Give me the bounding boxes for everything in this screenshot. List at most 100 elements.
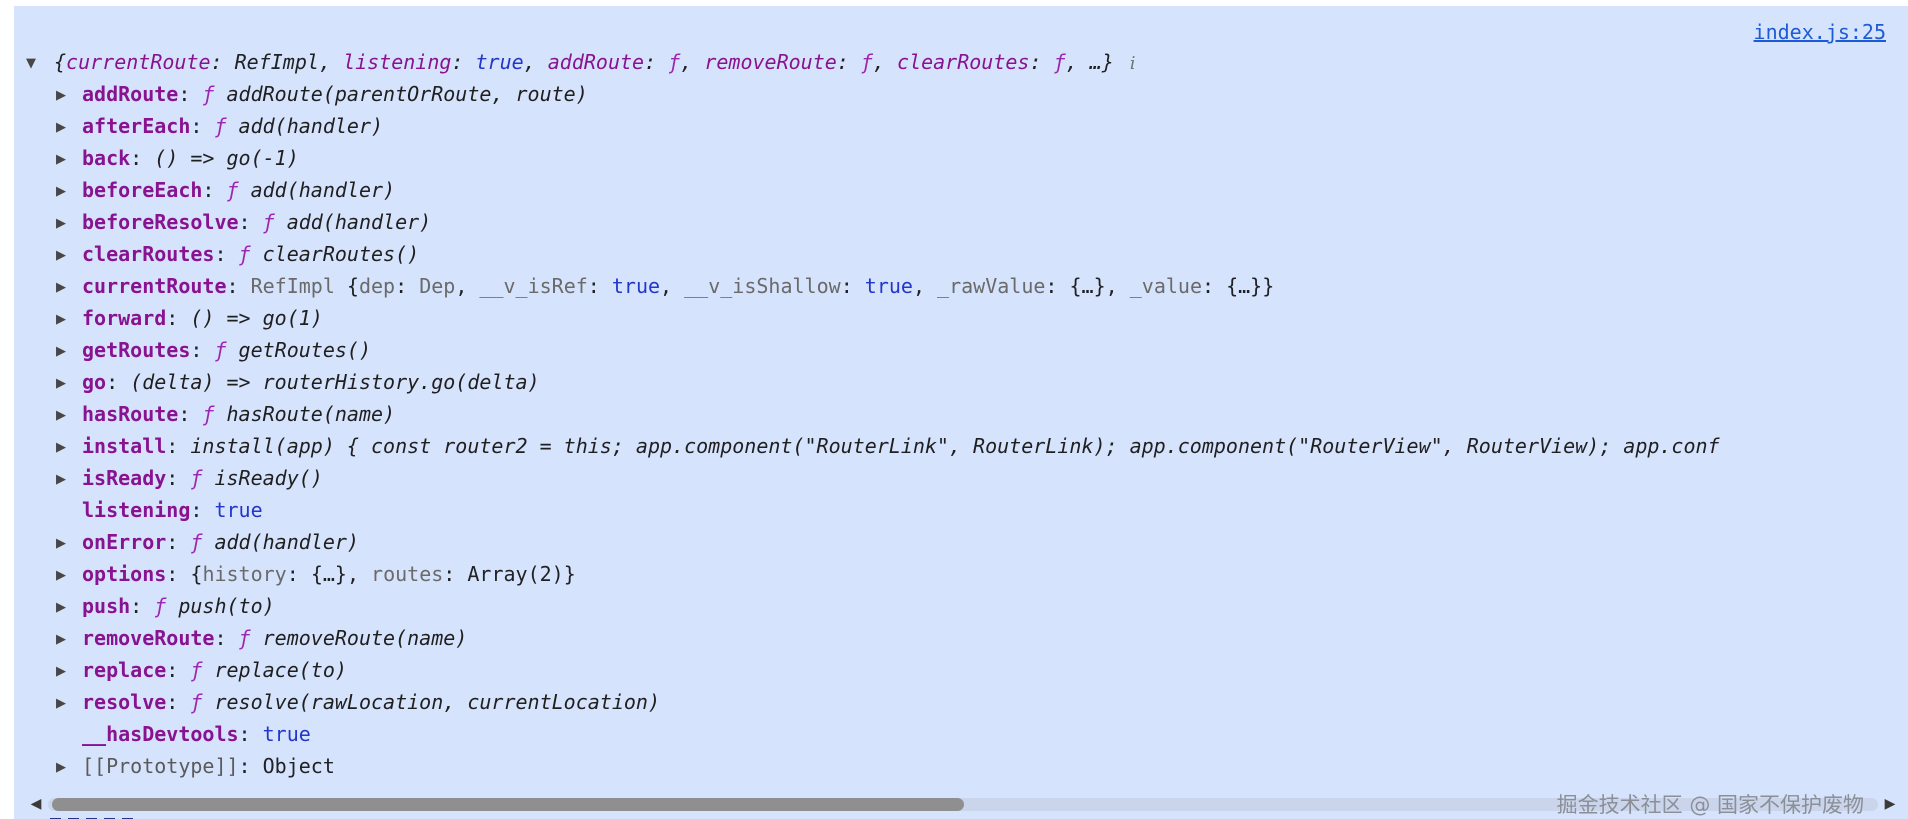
collapse-arrow-icon[interactable]: ▼ [26,56,36,71]
value-segment: : [644,50,669,74]
horizontal-scrollbar[interactable]: ◀ ▶ [24,796,1902,812]
property-name[interactable]: [[Prototype]] [82,754,239,778]
expand-arrow-icon[interactable]: ▶ [56,440,66,455]
value-segment: { [190,562,203,586]
scroll-left-arrow-icon[interactable]: ◀ [30,796,42,812]
name-value-separator: : [178,82,203,106]
property-name[interactable]: removeRoute [82,626,215,650]
scrollbar-thumb[interactable] [52,797,964,811]
property-name[interactable]: install [82,434,167,458]
value-segment: : [443,562,468,586]
property-name[interactable]: options [82,562,167,586]
value-segment: , [1105,274,1130,298]
value-segment: resolve(rawLocation, currentLocation) [202,690,660,714]
expand-arrow-icon[interactable]: ▶ [56,408,66,423]
expand-arrow-icon[interactable]: ▶ [56,280,66,295]
scroll-right-arrow-icon[interactable]: ▶ [1884,796,1896,812]
name-value-separator: : [238,210,263,234]
name-value-separator: : [166,690,191,714]
expand-arrow-icon[interactable]: ▶ [56,536,66,551]
value-segment: : [451,50,476,74]
property-name[interactable]: clearRoutes [82,242,215,266]
expand-arrow-icon[interactable]: ▶ [56,568,66,583]
expand-arrow-icon[interactable]: ▶ [56,344,66,359]
value-segment: add(handler) [226,114,384,138]
property-name[interactable]: onError [82,530,167,554]
name-value-separator: : [238,754,263,778]
value-segment: RefImpl [250,274,347,298]
property-name[interactable]: beforeEach [82,178,203,202]
source-link[interactable]: index.js:25 [1753,20,1886,44]
property-row: ▶beforeEach: ƒ add(handler) [54,174,1908,206]
property-row: ▶push: ƒ push(to) [54,590,1908,622]
property-value: ƒ add(handler) [227,178,396,202]
value-segment: ƒ [202,402,215,426]
expand-arrow-icon[interactable]: ▶ [56,216,66,231]
property-name[interactable]: hasRoute [82,402,179,426]
value-segment: _rawValue [937,274,1046,298]
value-segment: install(app) { const router2 = this; app… [190,434,1720,458]
value-segment: ƒ [238,626,251,650]
scrollbar-track[interactable] [48,797,1878,811]
value-segment: ƒ [214,338,227,362]
object-preview-line: ▼ {currentRoute: RefImpl, listening: true… [24,46,1908,78]
name-value-separator: : [166,434,191,458]
property-row: ▶options: {history: {…}, routes: Array(2… [54,558,1908,590]
property-row: ▶clearRoutes: ƒ clearRoutes() [54,238,1908,270]
property-row: ▶isReady: ƒ isReady() [54,462,1908,494]
expand-arrow-icon[interactable]: ▶ [56,88,66,103]
expand-arrow-icon[interactable]: ▶ [56,472,66,487]
property-value: () => go(-1) [154,146,299,170]
expand-arrow-icon[interactable]: ▶ [56,248,66,263]
value-segment: Object [262,754,335,778]
property-name[interactable]: listening [82,498,191,522]
property-name[interactable]: push [82,594,131,618]
expand-arrow-icon[interactable]: ▶ [56,184,66,199]
property-name[interactable]: __hasDevtools [82,722,239,746]
expand-arrow-icon[interactable]: ▶ [56,632,66,647]
property-name[interactable]: go [82,370,107,394]
value-segment: ƒ [154,594,167,618]
property-name[interactable]: back [82,146,131,170]
property-row: ▶ install: install(app) { const router2 =… [54,430,1908,462]
property-value: ƒ push(to) [154,594,274,618]
property-name[interactable]: forward [82,306,167,330]
name-value-separator: : [178,402,203,426]
property-name[interactable]: afterEach [82,114,191,138]
expand-arrow-icon[interactable]: ▶ [56,760,66,775]
value-segment: , [872,50,898,74]
property-name[interactable]: replace [82,658,167,682]
property-name[interactable]: currentRoute [82,274,227,298]
value-segment: : [1045,274,1070,298]
value-segment: …} [1089,50,1114,74]
value-segment: ƒ [190,658,203,682]
value-segment: Dep [419,274,456,298]
value-segment: Array(2) [467,562,564,586]
property-name[interactable]: addRoute [82,82,179,106]
value-segment: { [346,274,359,298]
value-segment: getRoutes() [226,338,372,362]
name-value-separator: : [238,722,263,746]
property-name[interactable]: resolve [82,690,167,714]
value-segment: true [864,274,913,298]
property-row: ▶getRoutes: ƒ getRoutes() [54,334,1908,366]
expand-arrow-icon[interactable]: ▶ [56,600,66,615]
value-segment: _value [1129,274,1202,298]
expand-arrow-icon[interactable]: ▶ [56,376,66,391]
value-segment: ƒ [190,530,203,554]
property-row: ▶ [[Prototype]]: Object [54,750,1908,782]
expand-arrow-icon[interactable]: ▶ [56,152,66,167]
name-value-separator: : [214,626,239,650]
property-name[interactable]: beforeResolve [82,210,239,234]
property-value: ƒ getRoutes() [214,338,371,362]
property-name[interactable]: isReady [82,466,167,490]
value-segment: hasRoute(name) [214,402,396,426]
object-preview[interactable]: {currentRoute: RefImpl, listening: true,… [54,50,1114,74]
expand-arrow-icon[interactable]: ▶ [56,664,66,679]
expand-arrow-icon[interactable]: ▶ [56,120,66,135]
expand-arrow-icon[interactable]: ▶ [56,312,66,327]
property-name[interactable]: getRoutes [82,338,191,362]
property-row: ▶beforeResolve: ƒ add(handler) [54,206,1908,238]
expand-arrow-icon[interactable]: ▶ [56,696,66,711]
value-segment: isReady() [202,466,323,490]
